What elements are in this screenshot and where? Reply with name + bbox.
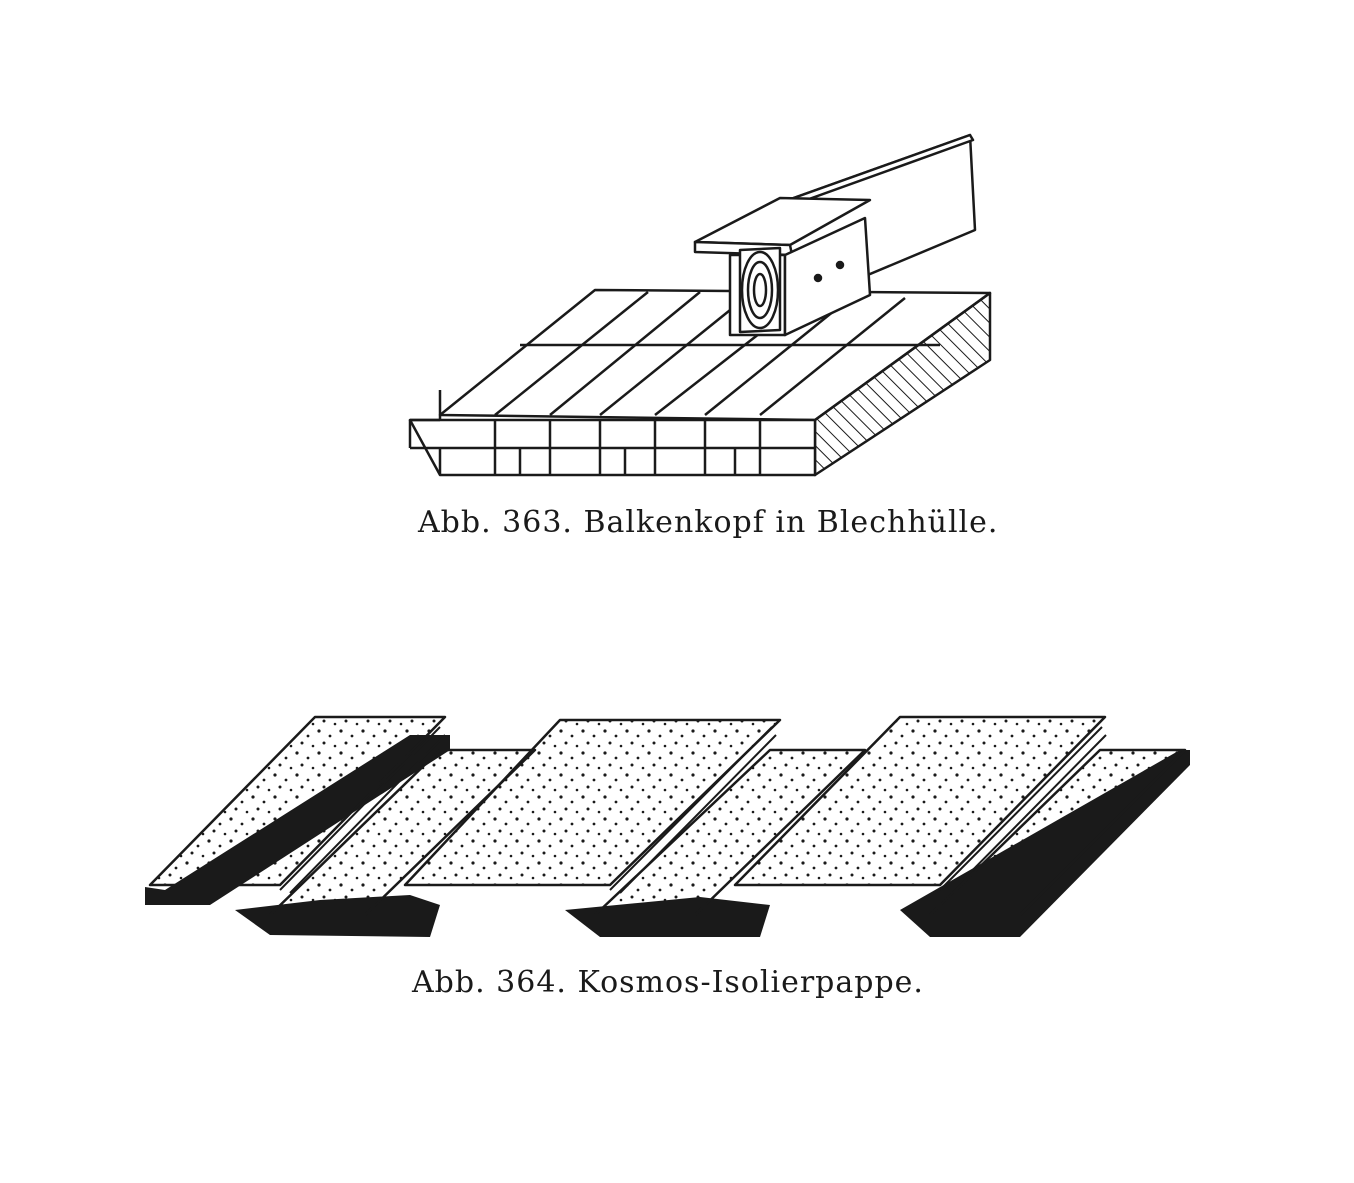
beam-head-illustration xyxy=(408,133,992,477)
figure-363-caption: Abb. 363. Balkenkopf in Blechhülle. xyxy=(418,505,999,540)
insulating-board-illustration xyxy=(145,715,1190,937)
figure-364-caption: Abb. 364. Kosmos-Isolierpappe. xyxy=(412,965,924,1000)
